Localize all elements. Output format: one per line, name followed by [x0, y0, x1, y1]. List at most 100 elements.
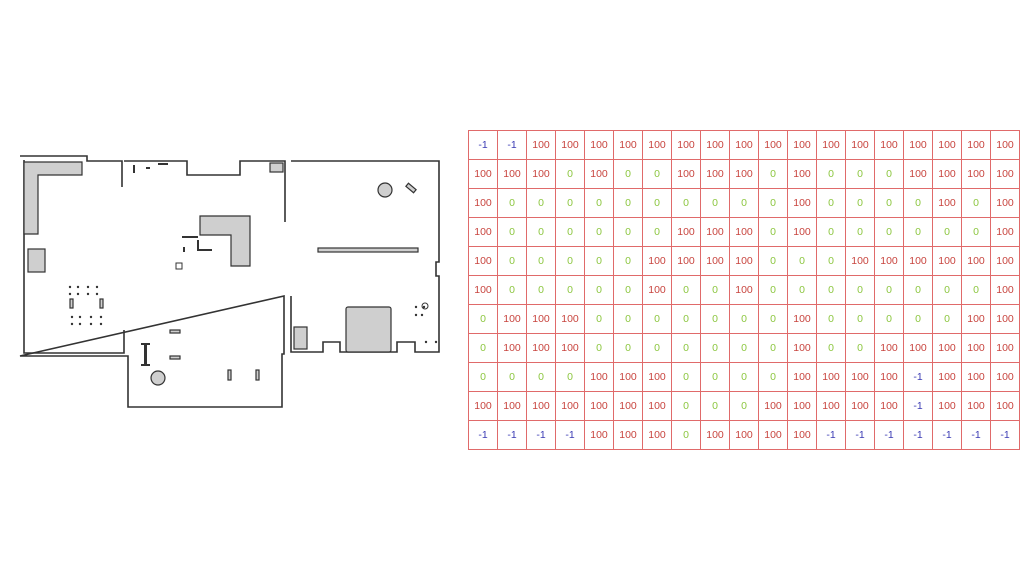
grid-cell: 100 — [758, 130, 788, 160]
grid-cell: 0 — [526, 188, 556, 218]
grid-cell: 100 — [642, 420, 672, 450]
grid-cell: 0 — [671, 304, 701, 334]
grid-cell: 0 — [845, 217, 875, 247]
grid-cell: 100 — [961, 391, 991, 421]
grid-cell: 0 — [729, 362, 759, 392]
grid-cell: 100 — [497, 304, 527, 334]
grid-cell: 100 — [787, 420, 817, 450]
grid-cell: 0 — [729, 188, 759, 218]
grid-cell: 0 — [816, 188, 846, 218]
grid-cell: 100 — [903, 130, 933, 160]
grid-cell: 100 — [584, 159, 614, 189]
grid-cell: 0 — [642, 333, 672, 363]
grid-cell: 100 — [990, 275, 1020, 305]
outer-wall — [19, 155, 440, 408]
grid-cell: 0 — [729, 391, 759, 421]
grid-cell: 0 — [961, 275, 991, 305]
grid-cell: 100 — [642, 275, 672, 305]
grid-cell: 100 — [787, 159, 817, 189]
central-block — [199, 215, 251, 267]
grid-cell: 0 — [903, 275, 933, 305]
grid-cell: 100 — [468, 188, 498, 218]
bench — [169, 329, 181, 334]
grid-cell: 100 — [932, 362, 962, 392]
grid-cell: 100 — [787, 217, 817, 247]
grid-cell: 0 — [932, 275, 962, 305]
grid-cell: 100 — [990, 362, 1020, 392]
bench — [169, 355, 181, 360]
grid-cell: -1 — [932, 420, 962, 450]
grid-cell: 0 — [758, 217, 788, 247]
grid-cell: 0 — [584, 304, 614, 334]
grid-cell: 100 — [671, 217, 701, 247]
grid-cell: -1 — [961, 420, 991, 450]
grid-cell: 100 — [555, 333, 585, 363]
grid-cell: 0 — [903, 188, 933, 218]
grid-cell: 0 — [555, 159, 585, 189]
grid-cell: 0 — [700, 275, 730, 305]
grid-cell: 100 — [903, 246, 933, 276]
grid-cell: 100 — [642, 246, 672, 276]
grid-cell: 0 — [555, 362, 585, 392]
grid-cell: 0 — [816, 217, 846, 247]
grid-cell: 0 — [555, 217, 585, 247]
grid-cell: 0 — [613, 188, 643, 218]
grid-cell: 0 — [874, 304, 904, 334]
grid-cell: 0 — [758, 362, 788, 392]
grid-cell: 0 — [613, 333, 643, 363]
cabinet — [27, 248, 46, 273]
grid-cell: 0 — [468, 333, 498, 363]
grid-cell: 100 — [845, 246, 875, 276]
grid-cell: 0 — [555, 275, 585, 305]
grid-cell: 100 — [932, 333, 962, 363]
grid-cell: 100 — [903, 333, 933, 363]
grid-cell: 100 — [468, 159, 498, 189]
long-bar — [317, 247, 419, 253]
grid-cell: 100 — [671, 159, 701, 189]
grid-cell: 100 — [584, 391, 614, 421]
grid-cell: 100 — [990, 217, 1020, 247]
grid-cell: 0 — [613, 304, 643, 334]
grid-cell: 0 — [758, 246, 788, 276]
grid-cell: 100 — [555, 130, 585, 160]
grid-cell: 100 — [874, 362, 904, 392]
grid-cell: 100 — [729, 159, 759, 189]
grid-cell: 0 — [642, 188, 672, 218]
grid-cell: 100 — [497, 391, 527, 421]
grid-cell: 0 — [845, 275, 875, 305]
grid-cell: 100 — [613, 130, 643, 160]
grid-cell: 0 — [816, 159, 846, 189]
grid-cell: 100 — [874, 246, 904, 276]
inner-wall — [23, 160, 125, 354]
grid-cell: 0 — [642, 304, 672, 334]
grid-cell: 100 — [990, 130, 1020, 160]
grid-cell: 100 — [526, 304, 556, 334]
grid-cell: 100 — [555, 391, 585, 421]
grid-cell: 100 — [874, 333, 904, 363]
grid-cell: -1 — [903, 362, 933, 392]
grid-cell: -1 — [468, 130, 498, 160]
grid-cell: 0 — [903, 217, 933, 247]
grid-cell: 0 — [729, 304, 759, 334]
grid-cell: 100 — [729, 130, 759, 160]
grid-cell: 0 — [671, 188, 701, 218]
post — [255, 369, 260, 381]
grid-cell: 0 — [816, 333, 846, 363]
grid-cell: 0 — [816, 304, 846, 334]
grid-cell: -1 — [874, 420, 904, 450]
grid-cell: 0 — [642, 159, 672, 189]
grid-cell: -1 — [497, 420, 527, 450]
grid-cell: 100 — [758, 420, 788, 450]
grid-cell: 100 — [845, 130, 875, 160]
tilted-object — [405, 182, 417, 194]
grid-cell: 100 — [961, 246, 991, 276]
grid-cell: 100 — [932, 130, 962, 160]
